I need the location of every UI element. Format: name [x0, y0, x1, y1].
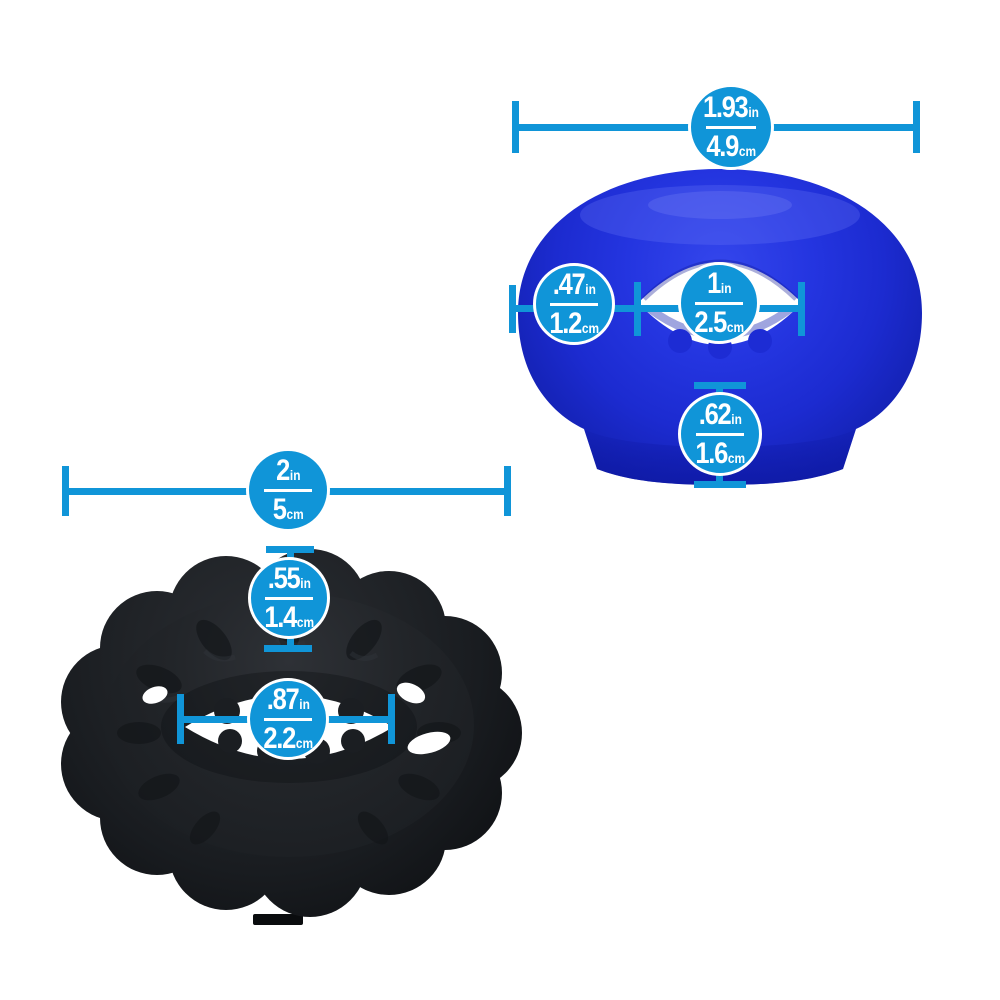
- fraction-bar: [263, 488, 313, 492]
- value-inches: 2: [275, 453, 290, 487]
- dimension-endcap-right: [913, 101, 920, 153]
- dimension-line: [515, 124, 913, 131]
- value-cm: 4.9: [706, 129, 739, 163]
- dimension-line: [65, 488, 507, 495]
- dimension-endcap-left: [62, 466, 69, 516]
- dimension-endcap-left: [512, 101, 519, 153]
- blue-ring-highlight: [580, 185, 860, 245]
- value-inches: 1.93: [703, 90, 749, 124]
- value-cm: 5: [272, 492, 287, 526]
- unit-inches: in: [289, 466, 301, 483]
- unit-inches: in: [748, 103, 759, 120]
- blue-ring-highlight-core: [648, 191, 792, 219]
- unit-cm: cm: [738, 142, 756, 159]
- black-ring-render: [61, 549, 522, 925]
- black-ring-base-tab: [253, 914, 303, 925]
- blue-ring-render: [518, 169, 922, 485]
- black-ring-hole-gaps: [142, 682, 451, 755]
- dimension-endcap-right: [504, 466, 511, 516]
- unit-cm: cm: [286, 505, 304, 522]
- fraction-bar: [706, 125, 756, 129]
